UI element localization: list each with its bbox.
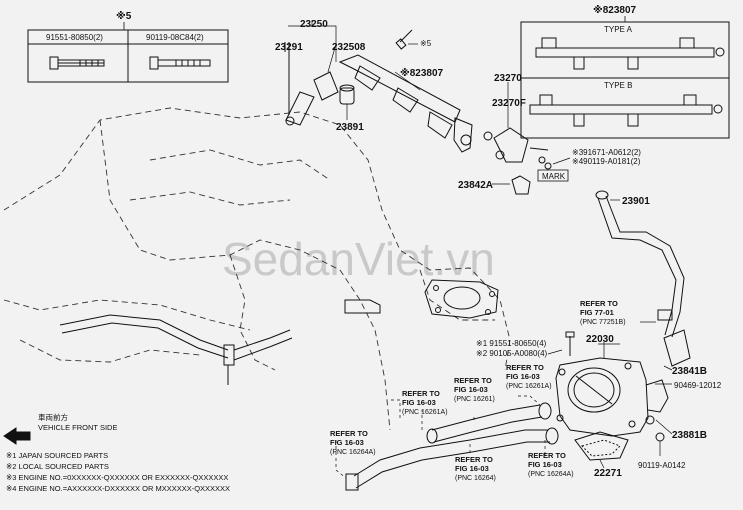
- refer-3-line3: (PNC 16261A): [402, 409, 448, 416]
- coolant-pipe: [59, 314, 293, 385]
- fuel-rail-type-a-icon: [535, 37, 725, 70]
- type-box-title: ※823807: [593, 4, 637, 16]
- part-23891: 23891: [336, 122, 364, 133]
- bolt-table-col1: 91551-80850(2): [46, 33, 103, 42]
- water-hoses: [345, 402, 559, 491]
- part-90119a: 90119-A0142: [638, 461, 686, 470]
- leader-lines: [288, 20, 673, 469]
- refer-3-line1: REFER TO: [402, 389, 440, 398]
- vacuum-nipple: [344, 299, 381, 314]
- footnote-3: ※3 ENGINE NO.=0XXXXXX-QXXXXXX OR EXXXXXX…: [6, 473, 228, 482]
- part-90105: ※2 90105-A0080(4): [476, 349, 548, 358]
- vehicle-front-arrow-icon: [3, 427, 31, 445]
- stud-bolt-icon: [149, 56, 211, 70]
- part-23250: 23250: [300, 19, 328, 30]
- fuel-rail-type-b-icon: [529, 94, 723, 127]
- refer-1-line2: FIG 77-01: [580, 308, 614, 317]
- refer-4-line1: REFER TO: [454, 376, 492, 385]
- type-b-label: TYPE B: [604, 81, 632, 90]
- part-22030: 22030: [586, 334, 614, 345]
- part-23842a: 23842A: [458, 180, 493, 191]
- direction-en: VEHICLE FRONT SIDE: [38, 423, 117, 432]
- footnote-2: ※2 LOCAL SOURCED PARTS: [6, 462, 109, 471]
- part-823807: ※823807: [400, 67, 444, 79]
- part-391671: ※391671-A0612(2): [572, 148, 641, 157]
- part-23291: 23291: [275, 42, 303, 53]
- vacuum-hose: [595, 190, 685, 338]
- bracket: [663, 329, 691, 367]
- throttle-body: [555, 357, 669, 437]
- intake-flange: [424, 279, 499, 319]
- refer-6-line3: (PNC 16264): [455, 475, 496, 482]
- part-star5: ※5: [420, 39, 432, 48]
- footnote-4: ※4 ENGINE NO.=AXXXXXX-DXXXXXX OR MXXXXXX…: [6, 484, 230, 493]
- refer-1-line1: REFER TO: [580, 299, 618, 308]
- refer-7-line2: FIG 16-03: [528, 460, 562, 469]
- refer-5-line3: (PNC 16264A): [330, 449, 376, 456]
- part-23270: 23270: [494, 73, 522, 84]
- bolt-table-star: ※5: [116, 10, 132, 22]
- part-91551: ※1 91551-80650(4): [476, 339, 547, 348]
- flange-bolt-icon: [49, 56, 105, 70]
- bolt-table: ※5 91551-80850(2) 90119-08C84(2): [27, 10, 229, 83]
- part-232508: 232508: [332, 42, 366, 53]
- refer-1-line3: (PNC 77251B): [580, 319, 626, 326]
- refer-6-line2: FIG 16-03: [455, 464, 489, 473]
- part-490119: ※490119-A0181(2): [572, 157, 641, 166]
- mark-label: MARK: [542, 172, 566, 181]
- part-90469: 90469-12012: [674, 381, 722, 390]
- refer-5-line2: FIG 16-03: [330, 438, 364, 447]
- type-box: ※823807 TYPE A TYPE B: [520, 4, 730, 139]
- part-23881b: 23881B: [672, 430, 707, 441]
- fuel-injector: [284, 42, 339, 126]
- bolt-table-col2: 90119-08C84(2): [146, 33, 204, 42]
- refer-4-line3: (PNC 16261): [454, 396, 495, 403]
- insulator: [339, 84, 355, 105]
- refer-5-line1: REFER TO: [330, 429, 368, 438]
- throttle-gasket: [574, 431, 629, 461]
- footnote-1: ※1 JAPAN SOURCED PARTS: [6, 451, 108, 460]
- refer-2-line3: (PNC 16261A): [506, 383, 552, 390]
- engine-outline: [3, 107, 511, 431]
- refer-4-line2: FIG 16-03: [454, 385, 488, 394]
- reference-leaders: [335, 395, 546, 479]
- part-22271: 22271: [594, 468, 622, 479]
- refer-3-line2: FIG 16-03: [402, 398, 436, 407]
- refer-2-line1: REFER TO: [506, 363, 544, 372]
- part-23841b: 23841B: [672, 366, 707, 377]
- part-23270f: 23270F: [492, 98, 526, 109]
- watermark: SedanViet.vn: [222, 233, 495, 285]
- refer-6-line1: REFER TO: [455, 455, 493, 464]
- fuel-rail: [338, 29, 473, 153]
- mark-box: [537, 169, 569, 182]
- fuel-clip: [511, 175, 531, 195]
- refer-7-line1: REFER TO: [528, 451, 566, 460]
- refer-2-line2: FIG 16-03: [506, 372, 540, 381]
- direction-jp: 車両前方: [38, 412, 68, 422]
- part-23901: 23901: [622, 196, 650, 207]
- type-a-label: TYPE A: [604, 25, 633, 34]
- pulsation-damper: [483, 127, 549, 163]
- refer-7-line3: (PNC 16264A): [528, 471, 574, 478]
